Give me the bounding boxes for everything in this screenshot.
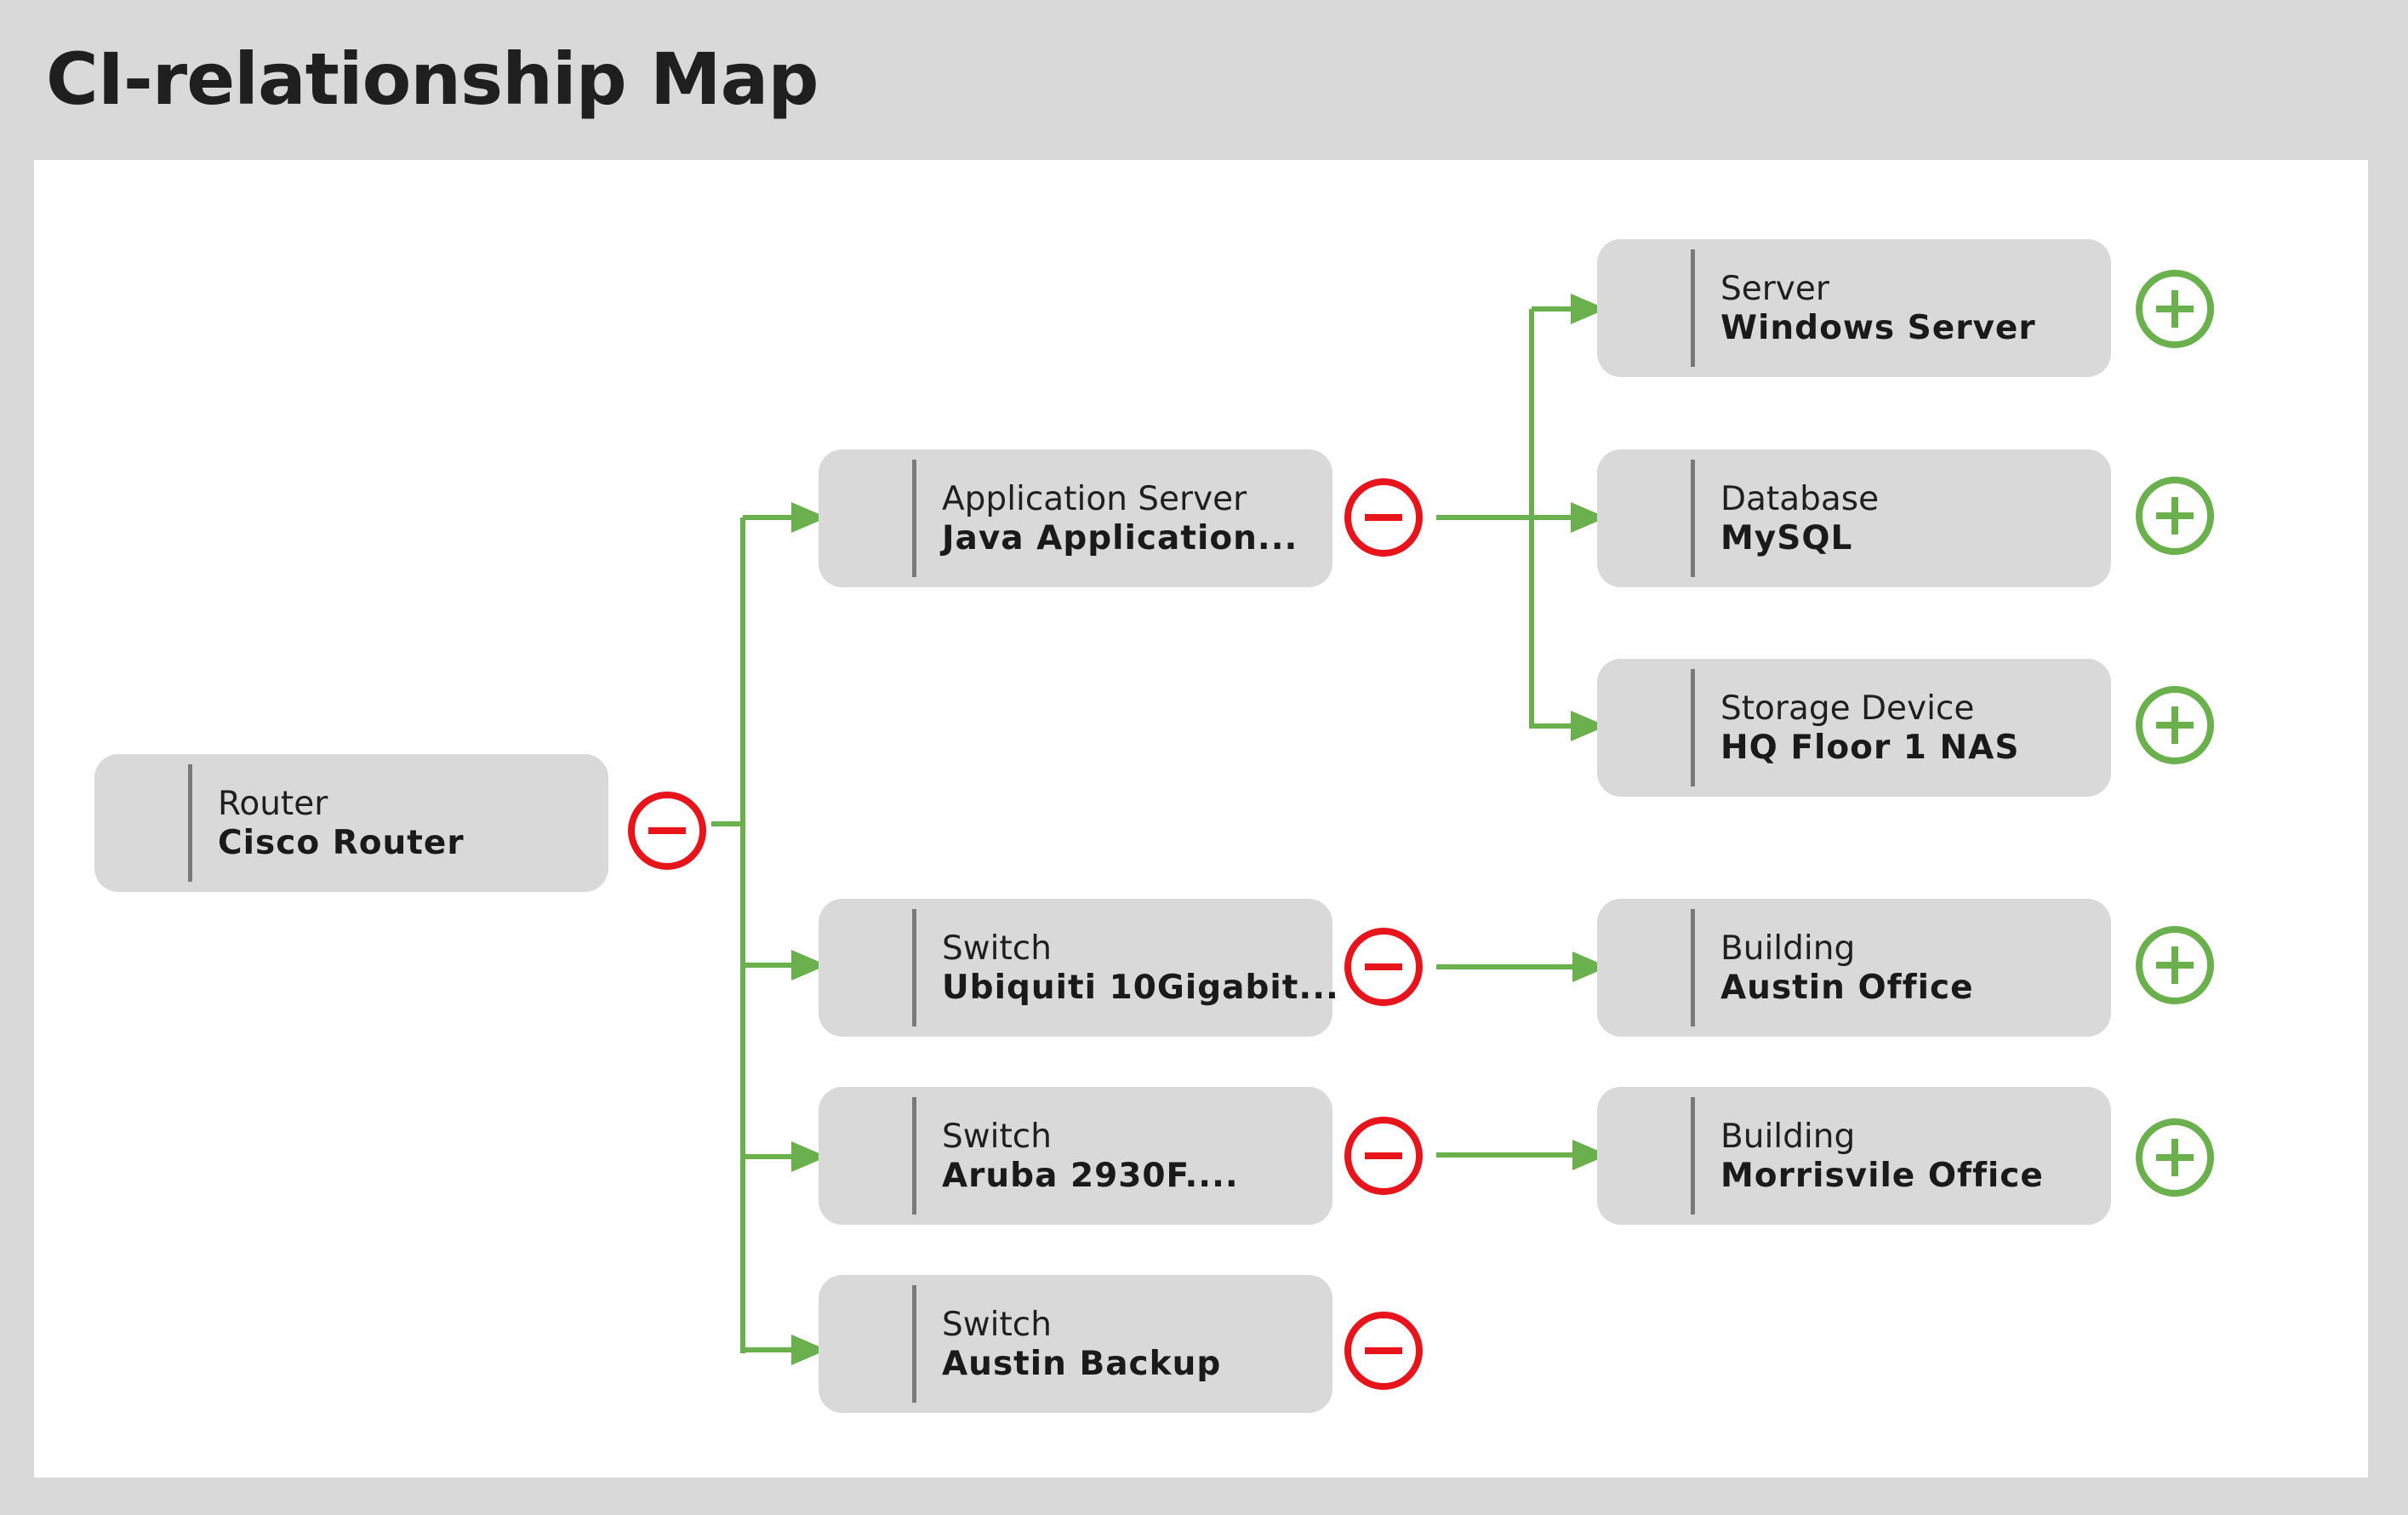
node-server[interactable]: Server Windows Server (1597, 239, 2111, 377)
collapse-app-server-icon[interactable] (1344, 478, 1423, 557)
node-name-label: Austin Office (1720, 969, 1974, 1007)
arrowhead-building-morrisvile (1572, 1140, 1608, 1170)
node-type-label: Storage Device (1720, 689, 1975, 728)
node-database[interactable]: Database MySQL (1597, 449, 2111, 587)
node-type-label: Building (1720, 1118, 1856, 1156)
collapse-router-icon[interactable] (628, 792, 706, 870)
node-divider (912, 1097, 916, 1215)
node-divider (1691, 669, 1695, 786)
expand-building-morrisvile-icon[interactable] (2136, 1118, 2214, 1197)
node-type-label: Server (1720, 270, 1829, 308)
node-type-label: Switch (942, 1118, 1052, 1156)
node-name-label: HQ Floor 1 NAS (1720, 729, 2020, 767)
arrowhead-storage (1571, 711, 1606, 741)
node-name-label: Java Application... (942, 519, 1298, 557)
node-name-label: Ubiquiti 10Gigabit... (942, 969, 1339, 1007)
node-type-label: Router (218, 785, 328, 823)
node-divider (912, 909, 916, 1026)
node-app-server[interactable]: Application Server Java Application... (819, 449, 1332, 587)
expand-storage-icon[interactable] (2136, 686, 2214, 764)
node-name-label: Austin Backup (942, 1345, 1222, 1383)
node-storage[interactable]: Storage Device HQ Floor 1 NAS (1597, 659, 2111, 797)
diagram-canvas: Router Cisco Router Application Server J… (34, 160, 2368, 1478)
node-divider (1691, 460, 1695, 577)
node-name-label: Cisco Router (218, 824, 465, 862)
node-type-label: Switch (942, 1306, 1052, 1344)
arrowhead-app-server (791, 502, 827, 533)
node-router[interactable]: Router Cisco Router (94, 754, 608, 892)
node-name-label: Aruba 2930F.... (942, 1157, 1239, 1195)
node-name-label: Morrisvile Office (1720, 1157, 2044, 1195)
node-building-morrisvile[interactable]: Building Morrisvile Office (1597, 1087, 2111, 1225)
node-name-label: Windows Server (1720, 309, 2036, 347)
expand-database-icon[interactable] (2136, 477, 2214, 555)
node-divider (912, 1285, 916, 1403)
node-divider (188, 764, 192, 882)
arrowhead-switch-austin-backup (791, 1335, 827, 1365)
arrowhead-server (1571, 294, 1606, 324)
node-switch-ubiquiti[interactable]: Switch Ubiquiti 10Gigabit... (819, 899, 1338, 1037)
node-type-label: Application Server (942, 480, 1247, 518)
node-switch-austin-backup[interactable]: Switch Austin Backup (819, 1275, 1332, 1413)
arrowhead-building-austin (1572, 952, 1608, 982)
node-divider (912, 460, 916, 577)
expand-server-icon[interactable] (2136, 270, 2214, 348)
node-switch-aruba[interactable]: Switch Aruba 2930F.... (819, 1087, 1332, 1225)
expand-building-austin-icon[interactable] (2136, 926, 2214, 1004)
collapse-switch-austin-backup-icon[interactable] (1344, 1312, 1423, 1390)
collapse-switch-aruba-icon[interactable] (1344, 1117, 1423, 1195)
node-building-austin[interactable]: Building Austin Office (1597, 899, 2111, 1037)
arrowhead-database (1571, 502, 1606, 533)
node-type-label: Building (1720, 929, 1856, 968)
node-divider (1691, 909, 1695, 1026)
arrowhead-switch-ubiquiti (791, 950, 827, 980)
node-type-label: Switch (942, 929, 1052, 968)
node-name-label: MySQL (1720, 519, 1853, 557)
arrowhead-switch-aruba (791, 1141, 827, 1172)
node-type-label: Database (1720, 480, 1880, 518)
node-divider (1691, 1097, 1695, 1215)
page-title: CI-relationship Map (46, 37, 819, 121)
node-divider (1691, 249, 1695, 367)
collapse-switch-ubiquiti-icon[interactable] (1344, 928, 1423, 1006)
connector-lines (711, 294, 1608, 1365)
